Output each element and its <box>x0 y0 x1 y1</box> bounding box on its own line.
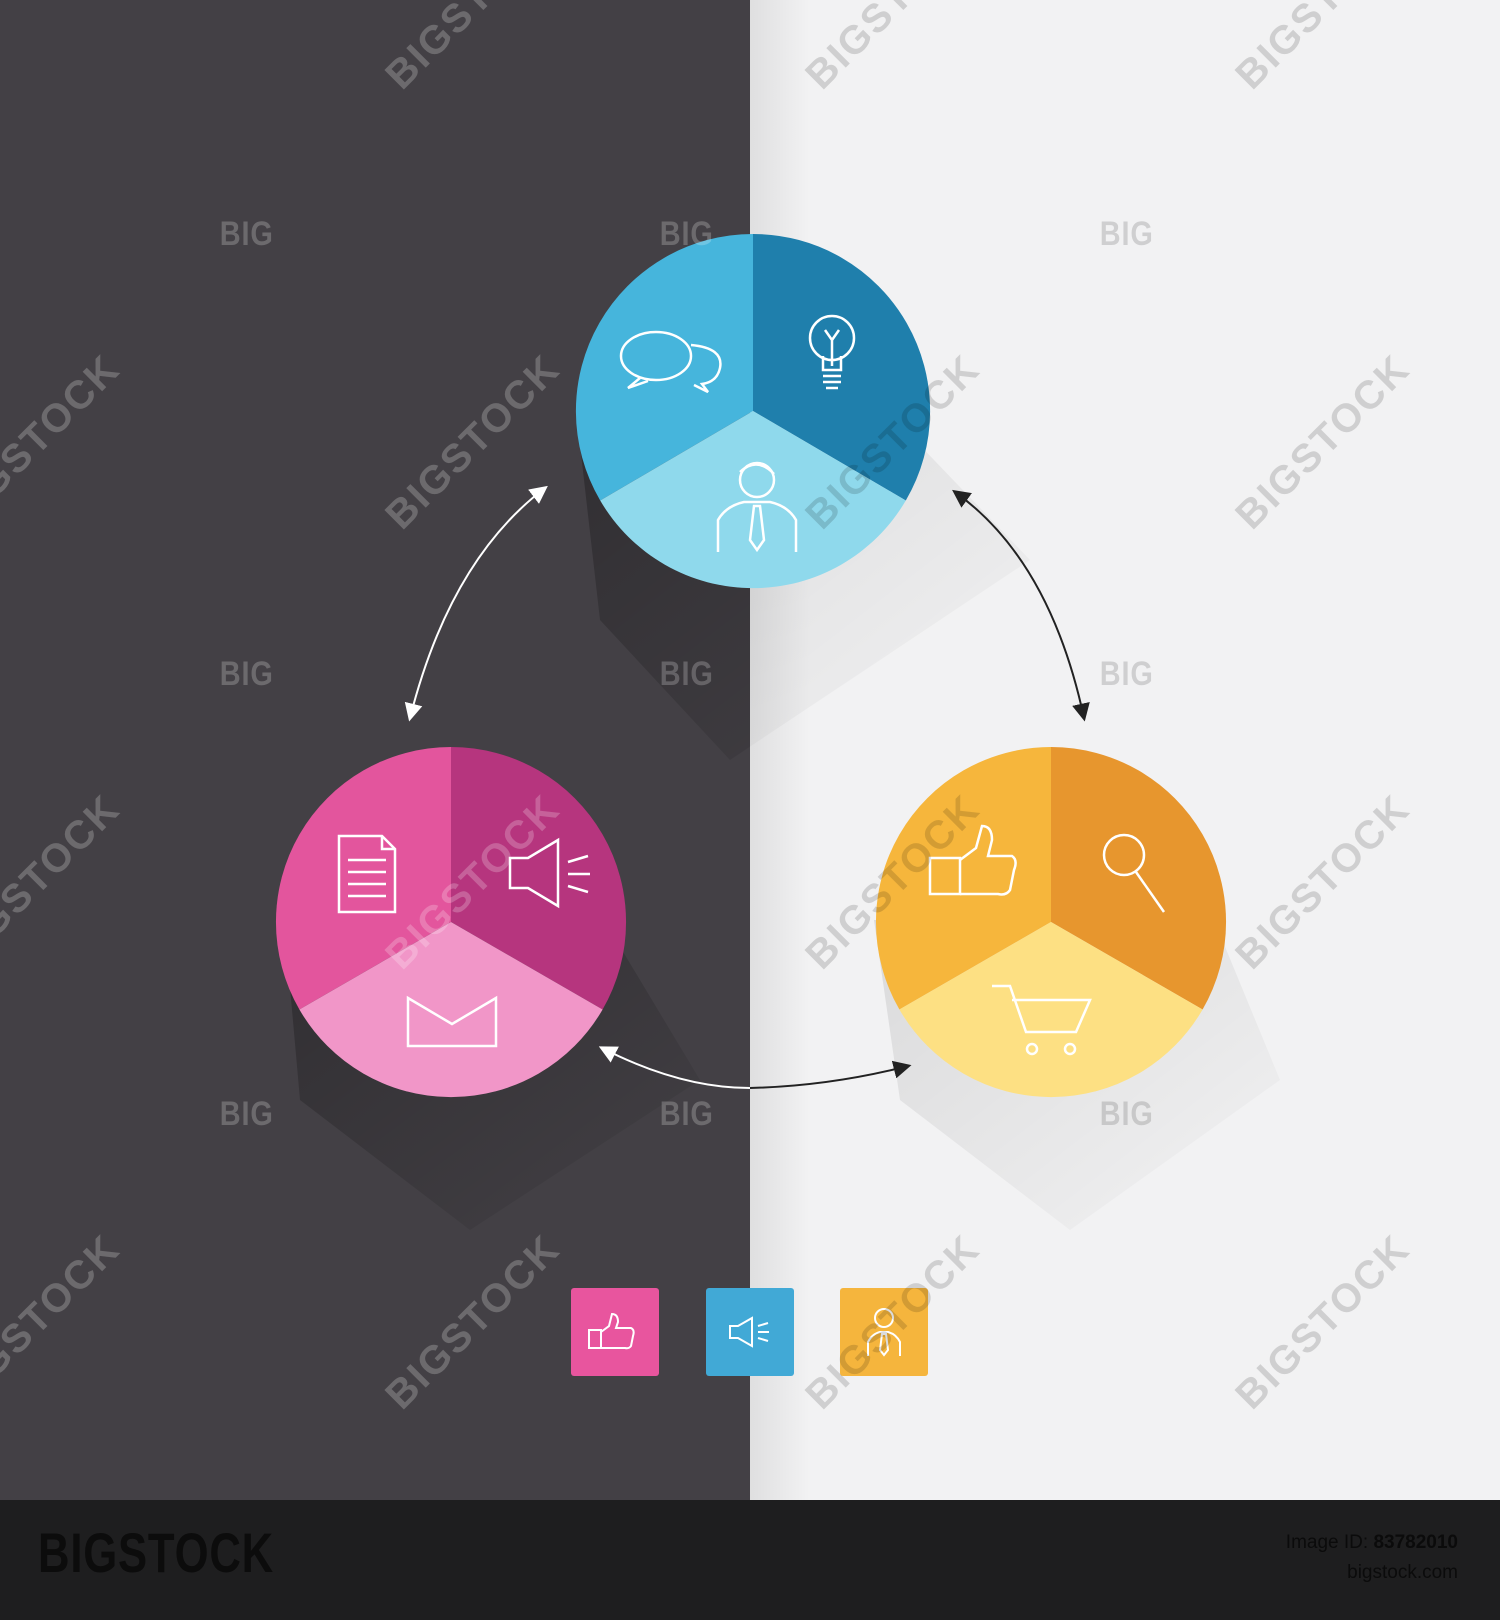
watermark-big: BIG <box>659 655 714 693</box>
yellow-segment <box>875 747 1051 1010</box>
tile-businessman <box>840 1288 928 1376</box>
thumbs-up-icon <box>928 824 1017 896</box>
arrow-blue-yellow <box>952 489 1090 722</box>
envelope-icon <box>406 995 498 1048</box>
blue-segment <box>600 411 906 589</box>
watermark-big: BIG <box>219 655 274 693</box>
pink-segment <box>451 747 627 1010</box>
watermark-big: BIG <box>659 1095 714 1133</box>
yellow-circle <box>875 747 1227 1098</box>
watermark-big: BIG <box>219 1095 274 1133</box>
site-url: bigstock.com <box>1347 1562 1458 1583</box>
blue-circle <box>575 233 931 589</box>
arrow-pink-yellow-light <box>749 1060 912 1089</box>
image-meta: Image ID: 83782010 bigstock.com <box>1286 1528 1458 1588</box>
speech-bubbles-icon <box>619 330 722 394</box>
watermark-big: BIG <box>219 215 274 253</box>
magnifier-icon <box>1102 833 1166 913</box>
light-background-panel <box>750 0 1500 1500</box>
thumbs-up-icon <box>588 1312 635 1350</box>
yellow-segment <box>1051 747 1227 1010</box>
watermark-big: BIG <box>1099 655 1154 693</box>
yellow-segment <box>899 922 1203 1098</box>
tile-thumbs-up <box>571 1288 659 1376</box>
lightbulb-icon <box>808 314 856 390</box>
pink-segment <box>299 922 603 1098</box>
footer-bar: BIGSTOCK Image ID: 83782010 bigstock.com <box>0 1500 1500 1620</box>
blue-segment <box>575 233 753 501</box>
megaphone-icon <box>729 1316 769 1348</box>
arrow-pink-yellow-dark <box>598 1046 751 1089</box>
image-id-label: Image ID: <box>1285 1532 1369 1553</box>
megaphone-icon <box>508 837 590 909</box>
cycle-diagram <box>275 233 1280 1230</box>
dark-background-panel <box>0 0 750 1500</box>
watermark-big: BIG <box>1099 215 1154 253</box>
businessman-icon <box>716 461 798 553</box>
image-id-row: Image ID: 83782010 <box>1286 1528 1458 1558</box>
brand-logo: BIGSTOCK <box>38 1521 274 1584</box>
shopping-cart-icon <box>992 984 1092 1056</box>
image-id-value: 83782010 <box>1373 1532 1458 1553</box>
arrow-pink-blue <box>404 485 548 722</box>
tile-megaphone <box>706 1288 794 1376</box>
watermark-big: BIG <box>659 215 714 253</box>
pink-segment <box>275 747 451 1010</box>
businessman-icon <box>867 1308 901 1357</box>
document-icon <box>337 834 397 914</box>
watermark-big: BIG <box>1099 1095 1154 1133</box>
pink-circle <box>275 747 627 1098</box>
